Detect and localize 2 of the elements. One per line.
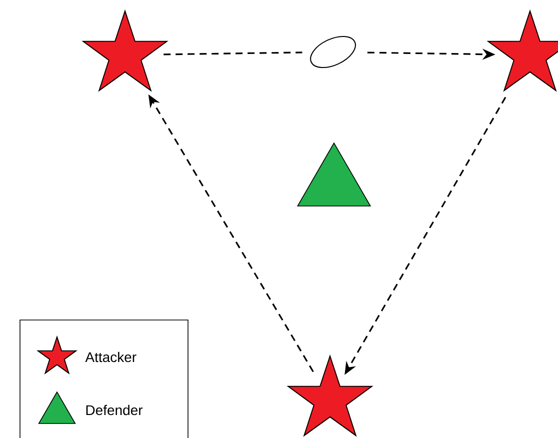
legend-label: Defender bbox=[86, 404, 143, 416]
legend-label: Attacker bbox=[85, 352, 136, 362]
